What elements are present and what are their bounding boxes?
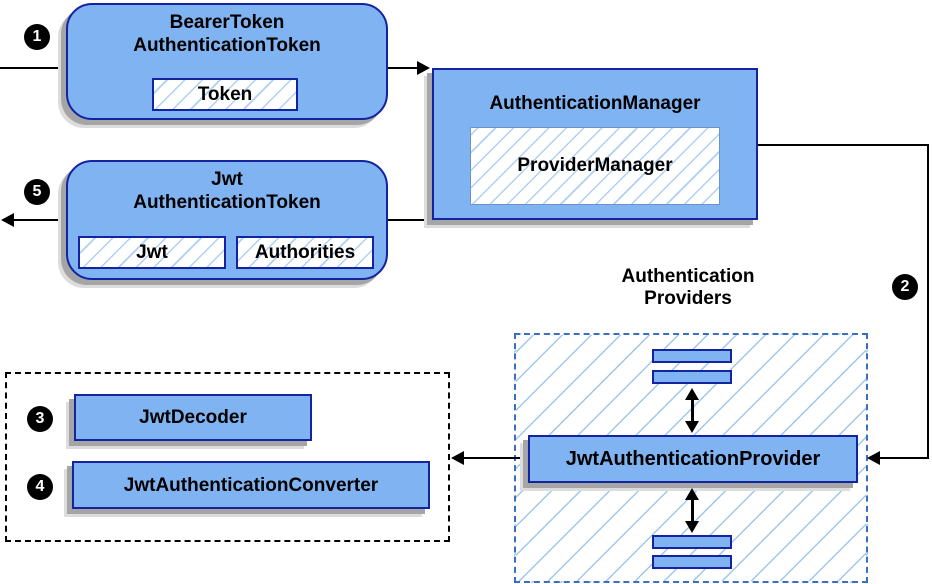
authentication-providers-label-line1: Authentication [621,266,755,287]
double-arrow-icon [685,388,699,433]
jwt-authentication-token-box: Jwt AuthenticationToken [66,160,388,280]
jwt-authentication-converter-label: JwtAuthenticationConverter [123,474,379,496]
arrowhead-left-icon [451,451,464,465]
authentication-providers-label-line2: Providers [644,288,732,309]
connector-step2-top-line [758,144,929,146]
connector-step2-bottom-line [879,457,929,459]
authorities-chip: Authorities [236,236,374,269]
jwt-authentication-provider-box: JwtAuthenticationProvider [528,435,858,483]
step-badge-1: 1 [24,24,50,50]
token-chip: Token [152,78,298,111]
authentication-manager-title: AuthenticationManager [489,93,701,114]
jwt-token-title-line2: AuthenticationToken [133,192,321,213]
jwt-token-title-line1: Jwt [211,169,243,190]
double-arrow-icon [685,488,699,533]
arrowhead-left-icon [1,213,14,227]
arrowhead-right-icon [417,61,430,75]
connector-provider-to-decoder-line [462,457,532,459]
provider-placeholder-bar [652,535,732,549]
jwt-decoder-box: JwtDecoder [74,394,312,441]
jwt-authentication-converter-box: JwtAuthenticationConverter [72,461,430,509]
provider-manager-box: ProviderManager [470,127,720,205]
provider-placeholder-bar [652,370,732,384]
provider-placeholder-bar [652,555,732,569]
authentication-providers-label: Authentication Providers [568,266,808,310]
jwt-decoder-label: JwtDecoder [139,407,247,428]
decoder-converter-group-box [5,372,450,542]
arrowhead-left-icon [867,451,880,465]
provider-placeholder-bar [652,349,732,363]
step-badge-4: 4 [27,474,53,500]
connector-step2-vertical-line [927,144,929,459]
bearer-token-title-line2: AuthenticationToken [133,35,321,56]
jwt-authentication-provider-label: JwtAuthenticationProvider [565,447,821,470]
bearer-token-title-line1: BearerToken [169,12,285,33]
step-badge-5: 5 [24,179,50,205]
jwt-chip: Jwt [78,236,226,269]
step-badge-2: 2 [892,274,918,300]
step-badge-3: 3 [27,406,53,432]
